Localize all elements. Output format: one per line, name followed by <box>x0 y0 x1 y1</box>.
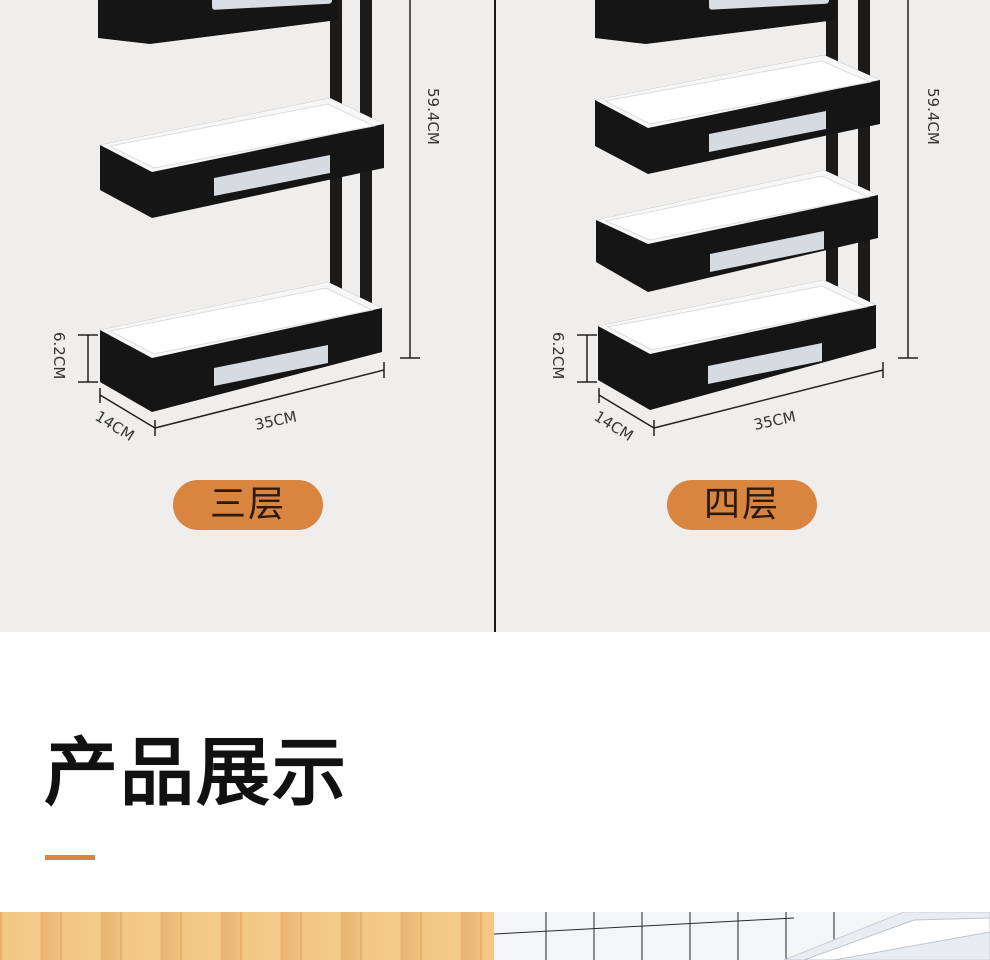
depth-dimension-label: 6.2CM <box>50 332 68 379</box>
shelf-tier <box>598 280 876 410</box>
panel-divider <box>494 0 496 632</box>
tile-pattern <box>494 912 990 960</box>
depth-dimension-label: 6.2CM <box>549 332 567 379</box>
width-dimension-label: 35CM <box>752 407 797 433</box>
width-dimension-label: 35CM <box>253 407 298 433</box>
shelf-tier <box>98 0 338 44</box>
tier-badge-four: 四层 <box>667 480 817 530</box>
product-photo-wood-wall <box>0 912 494 960</box>
height-dimension-label: 59.4CM <box>424 88 442 145</box>
shelf-tier <box>595 0 836 44</box>
shelf-tier <box>100 282 382 412</box>
section-title: 产品展示 <box>44 730 348 816</box>
four-tier-rack-illustration: 59.4CM 6.2CM 35CM 14CM <box>549 0 942 445</box>
rack-post <box>858 0 870 305</box>
title-underline <box>45 855 95 860</box>
shelf-tier <box>100 98 384 218</box>
tier-badge-three: 三层 <box>173 480 323 530</box>
product-photo-tiled-wall <box>494 912 990 960</box>
spec-panel-three-tier: 59.4CM 6.2CM 35CM 14CM 三层 <box>0 0 494 632</box>
rack-post <box>826 0 838 305</box>
height-dimension-label: 59.4CM <box>924 88 942 145</box>
three-tier-rack-illustration: 59.4CM 6.2CM 35CM 14CM <box>50 0 442 445</box>
shelf-tier <box>596 170 878 292</box>
spec-panel-four-tier: 59.4CM 6.2CM 35CM 14CM 四层 <box>496 0 990 632</box>
shelf-tier <box>595 55 880 174</box>
